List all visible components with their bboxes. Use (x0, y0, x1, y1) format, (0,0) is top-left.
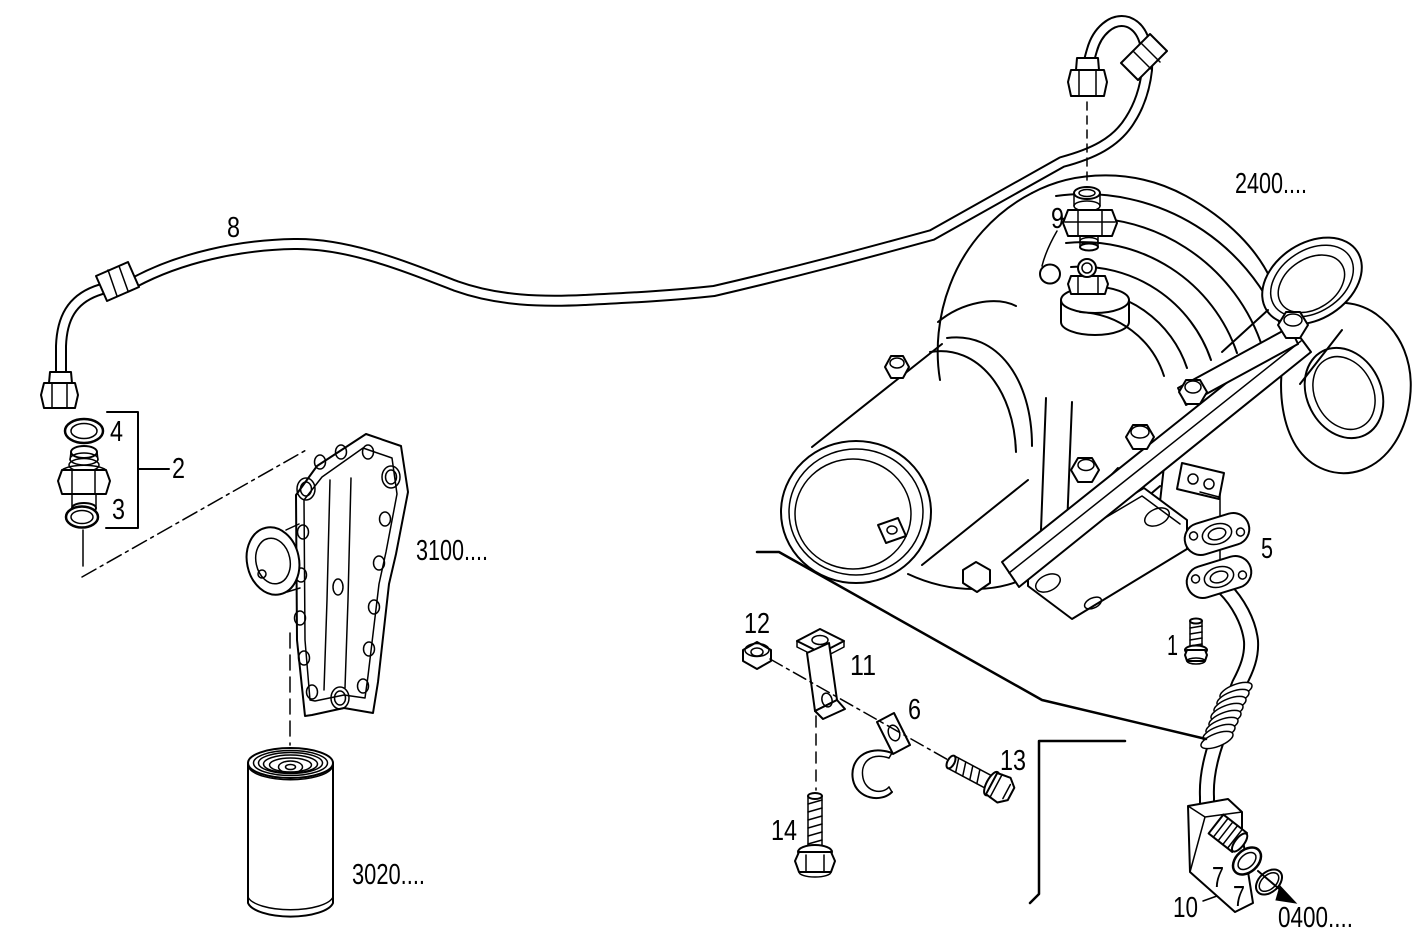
ref-label-3100: 3100.... (416, 535, 488, 567)
callout-14: 14 (771, 815, 797, 847)
nut-12 (742, 641, 772, 670)
callout-6: 6 (908, 694, 921, 726)
callout-8: 8 (227, 212, 240, 244)
callout-labels: 8 2400.... 9 4 2 3 3100.... 3020.... 5 1… (110, 168, 1353, 934)
callout-5: 5 (1261, 533, 1273, 565)
clamp-6 (851, 712, 911, 800)
callout-9: 9 (1051, 203, 1064, 235)
callout-11: 11 (850, 650, 876, 682)
gasket-pair-5 (1183, 493, 1253, 599)
callout-13: 13 (1000, 745, 1026, 777)
bolt-1 (1184, 617, 1208, 665)
callout-7b: 7 (1233, 881, 1245, 913)
callout-3: 3 (112, 494, 125, 526)
ref-label-3020: 3020.... (352, 859, 425, 891)
zone-leader-lines (755, 550, 1218, 905)
bracket-11 (796, 628, 846, 720)
oil-drain-pipe-10 (1187, 580, 1260, 913)
ref-label-2400: 2400.... (1235, 168, 1307, 200)
filter-head-3100 (245, 433, 409, 746)
bolt-13 (945, 754, 1016, 804)
oil-filter-3020 (247, 747, 334, 918)
centerlines-small-parts (769, 658, 951, 791)
callout-2: 2 (172, 453, 185, 485)
flow-arrow-icon (1257, 870, 1298, 904)
turbocharger-assembly-2400 (780, 174, 1412, 620)
oil-feed-hose-8 (40, 15, 1168, 409)
union-fitting-group-2 (57, 411, 309, 578)
callout-7a: 7 (1212, 862, 1224, 894)
callout-10: 10 (1173, 892, 1198, 924)
callout-1: 1 (1167, 630, 1178, 662)
union-fitting-9 (1062, 186, 1118, 252)
ref-label-0400: 0400.... (1278, 902, 1353, 934)
callout-4: 4 (110, 416, 123, 448)
callout-12: 12 (744, 608, 770, 640)
bolt-14 (794, 792, 836, 878)
